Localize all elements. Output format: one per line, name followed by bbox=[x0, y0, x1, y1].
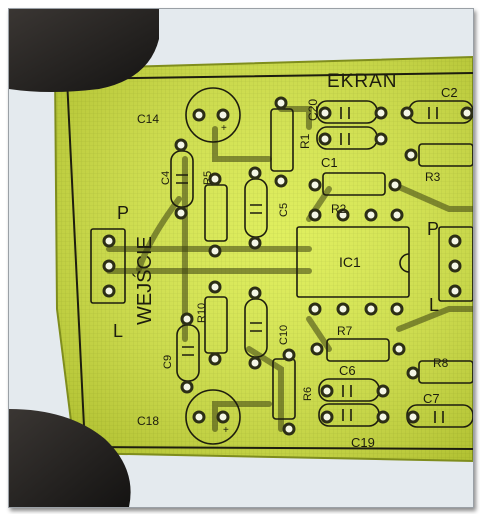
capacitor-c14 bbox=[185, 87, 241, 143]
resistor-r2 bbox=[322, 172, 386, 196]
label-c14: C14 bbox=[137, 112, 159, 126]
photo-frame: + + EKRAN WEJŚCIE IC1 P L P L bbox=[8, 8, 474, 508]
channel-right-l: L bbox=[429, 295, 439, 315]
label-c10: C10 bbox=[278, 325, 290, 345]
connector-left bbox=[90, 228, 126, 304]
pcb-board bbox=[53, 55, 473, 463]
label-c2: C2 bbox=[441, 85, 458, 100]
label-r10: R10 bbox=[196, 303, 208, 323]
svg-text:+: + bbox=[221, 123, 227, 134]
ic1-body bbox=[296, 226, 410, 298]
fingers bbox=[9, 9, 159, 507]
label-c4: C4 bbox=[160, 171, 172, 185]
label-c6: C6 bbox=[339, 363, 356, 378]
input-label: WEJŚCIE bbox=[132, 236, 156, 325]
channel-left-l: L bbox=[113, 321, 123, 341]
finger-top-left bbox=[9, 9, 159, 92]
connector-right bbox=[438, 226, 473, 302]
pcb-photo: + + EKRAN WEJŚCIE IC1 P L P L bbox=[9, 9, 473, 507]
resistor-r3 bbox=[418, 143, 473, 167]
finger-bottom-left bbox=[9, 409, 131, 507]
channel-right-p: P bbox=[427, 219, 439, 239]
ic-label: IC1 bbox=[339, 254, 361, 270]
label-r5: R5 bbox=[202, 171, 214, 185]
label-r7: R7 bbox=[337, 324, 353, 338]
label-r2: R2 bbox=[331, 202, 347, 216]
label-r6: R6 bbox=[302, 387, 314, 401]
silkscreen-text: EKRAN WEJŚCIE IC1 P L P L C14 C18 C20 C2… bbox=[113, 71, 458, 450]
label-c18: C18 bbox=[137, 414, 159, 428]
label-c9: C9 bbox=[162, 355, 174, 369]
resistor-r7 bbox=[326, 338, 390, 362]
label-r3: R3 bbox=[425, 170, 441, 184]
channel-left-p: P bbox=[117, 203, 129, 223]
board-title: EKRAN bbox=[327, 71, 397, 92]
label-c7: C7 bbox=[423, 391, 440, 406]
solder-pads bbox=[102, 96, 473, 436]
label-c1: C1 bbox=[321, 155, 338, 170]
capacitor-c18 bbox=[185, 389, 241, 445]
label-c20: C20 bbox=[306, 99, 320, 121]
label-c5: C5 bbox=[278, 203, 290, 217]
label-r8: R8 bbox=[433, 356, 449, 370]
label-r1: R1 bbox=[298, 133, 312, 149]
svg-text:+: + bbox=[223, 425, 229, 436]
label-c19: C19 bbox=[351, 435, 375, 450]
